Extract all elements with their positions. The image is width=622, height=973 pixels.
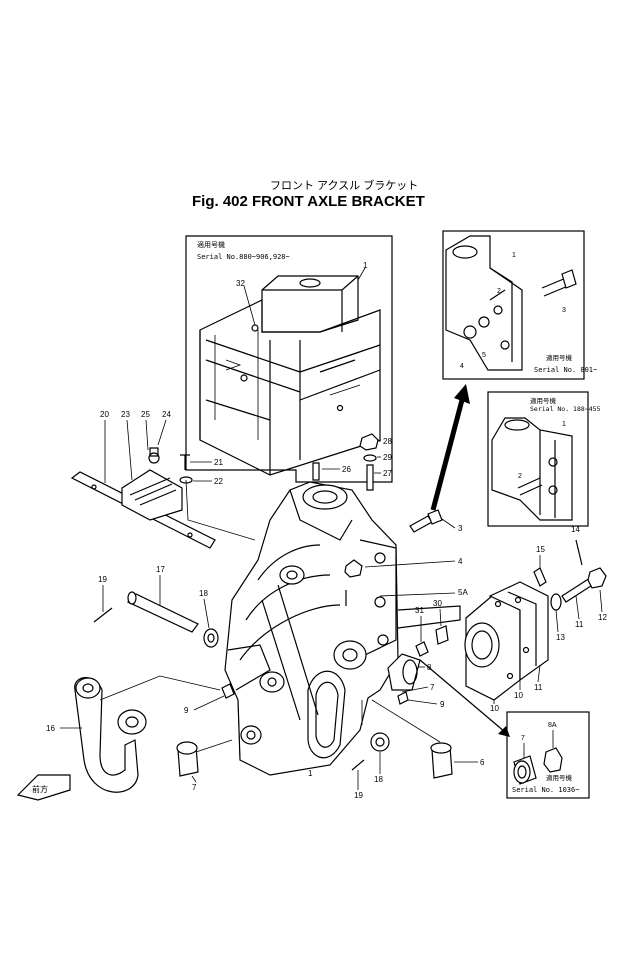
nut-30 bbox=[359, 433, 379, 451]
inset-bottom-right: 7 8A 適用号機 Serial No. 1036~ bbox=[506, 711, 590, 799]
callout-33: 31 bbox=[415, 606, 424, 615]
callout-21-a: 19 bbox=[98, 575, 107, 584]
washer-20-a bbox=[203, 628, 219, 648]
inset-middle-right: 適用号機 Serial No. 188~455 2 1 bbox=[487, 391, 601, 527]
front-direction-indicator: 前方 bbox=[16, 774, 71, 801]
callout-29: 27 bbox=[383, 469, 392, 478]
callout-8A: 8A bbox=[548, 722, 557, 729]
inset-top-left-serial: Serial No.880~906,928~ bbox=[197, 253, 290, 261]
callout-2-a: 2 bbox=[497, 288, 501, 295]
callout-5-a: 5 bbox=[482, 352, 486, 359]
inset-top-right: 1 3 4 5 2 適用号機 Serial No. 801~ bbox=[442, 230, 597, 380]
subtitle-jp: フロント アクスル ブラケット bbox=[270, 178, 418, 192]
callout-21-b: 19 bbox=[354, 791, 363, 800]
nut-14 bbox=[587, 567, 607, 589]
pin-16 bbox=[575, 539, 583, 566]
callout-2-b: 2 bbox=[518, 473, 522, 480]
callout-17: 15 bbox=[536, 545, 545, 554]
callout-1-c: 1 bbox=[562, 421, 566, 428]
callout-1-main: 1 bbox=[308, 769, 313, 778]
inset-top-left: 適用号機 Serial No.880~906,928~ 32 1 bbox=[185, 235, 393, 483]
callout-16: 14 bbox=[571, 525, 580, 534]
figure-title: Fig. 402 FRONT AXLE BRACKET bbox=[192, 193, 425, 210]
callout-4-main: 4 bbox=[458, 557, 463, 566]
reference-arrow bbox=[430, 399, 465, 511]
grease-fitting-9-b bbox=[397, 691, 409, 705]
callout-9-b: 9 bbox=[440, 700, 445, 709]
bolt-17 bbox=[533, 567, 547, 587]
inset-bottom-right-label: 適用号機 bbox=[546, 773, 573, 782]
link-18 bbox=[74, 677, 147, 793]
callout-6: 6 bbox=[480, 758, 485, 767]
bolt-3 bbox=[409, 515, 433, 533]
callout-34: 32 bbox=[236, 279, 245, 288]
callout-25: 23 bbox=[121, 410, 130, 419]
callout-26: 24 bbox=[162, 410, 171, 419]
inset-top-right-label: 適用号機 bbox=[546, 353, 573, 362]
pin-19 bbox=[126, 591, 199, 633]
callout-28: 26 bbox=[342, 465, 351, 474]
callout-27: 25 bbox=[141, 410, 150, 419]
callout-3-a: 3 bbox=[562, 307, 566, 314]
callout-11: 11 bbox=[534, 683, 543, 692]
cotter-pin-21-b bbox=[351, 759, 365, 771]
callout-12: 10 bbox=[514, 691, 523, 700]
nut-4 bbox=[344, 559, 363, 578]
callout-15: 13 bbox=[556, 633, 565, 642]
bolt-32 bbox=[435, 625, 449, 645]
cover-plate-assembly bbox=[70, 447, 256, 549]
callout-9-a: 9 bbox=[184, 706, 189, 715]
callout-30: 28 bbox=[383, 437, 392, 446]
direction-label: 前方 bbox=[32, 784, 48, 794]
callout-3-main: 3 bbox=[458, 524, 463, 533]
callout-23: 21 bbox=[214, 458, 223, 467]
callout-22: 20 bbox=[100, 410, 109, 419]
callout-20-a: 18 bbox=[199, 589, 208, 598]
callout-19: 17 bbox=[156, 565, 165, 574]
washer-31 bbox=[363, 454, 377, 462]
inset-top-left-label: 適用号機 bbox=[197, 240, 225, 249]
callout-7: 7 bbox=[430, 683, 435, 692]
callout-13: 11 bbox=[575, 620, 584, 629]
front-axle-bracket bbox=[224, 481, 399, 776]
callout-1-a: 1 bbox=[363, 261, 368, 270]
callout-8-b: 7 bbox=[192, 783, 197, 792]
inset-bottom-right-serial: Serial No. 1036~ bbox=[512, 786, 579, 794]
grease-fitting-9-a bbox=[221, 683, 235, 699]
callout-1-b: 1 bbox=[512, 252, 516, 259]
inset-middle-right-serial: Serial No. 188~455 bbox=[530, 405, 601, 413]
washer-20-b bbox=[370, 732, 390, 752]
callout-5A: 5A bbox=[458, 588, 468, 597]
cover-assembly bbox=[464, 581, 549, 701]
bushing-7 bbox=[387, 653, 421, 691]
callout-20-b: 18 bbox=[374, 775, 383, 784]
inset-top-right-serial: Serial No. 801~ bbox=[534, 366, 597, 374]
stud-29 bbox=[366, 464, 374, 491]
pin-28 bbox=[312, 462, 320, 481]
inset-middle-right-label: 適用号機 bbox=[530, 396, 557, 405]
callout-18: 16 bbox=[46, 724, 55, 733]
callout-32: 30 bbox=[433, 599, 442, 608]
bolt-33 bbox=[415, 641, 429, 657]
callout-14: 12 bbox=[598, 613, 607, 622]
callout-24: 22 bbox=[214, 477, 223, 486]
callout-10: 10 bbox=[490, 704, 499, 713]
callout-4-a: 4 bbox=[460, 363, 464, 370]
callout-31: 29 bbox=[383, 453, 392, 462]
cotter-pin-21-a bbox=[93, 607, 113, 623]
callout-8-inset: 7 bbox=[521, 735, 525, 742]
washer-15 bbox=[550, 593, 562, 611]
